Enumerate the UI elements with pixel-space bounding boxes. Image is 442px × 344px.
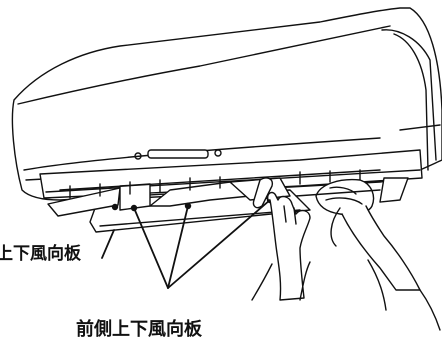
upper-lower-vane-label: 上下風向板: [0, 244, 81, 264]
left-hand: [251, 191, 311, 301]
right-vane-edge: [295, 177, 409, 203]
louver-grille: [59, 169, 381, 199]
right-hand-with-cloth: [315, 178, 441, 331]
front-upper-lower-vane-label: 前側上下風向板: [76, 319, 202, 340]
center-badge: [134, 149, 222, 160]
label-leader-lines: [101, 199, 271, 289]
